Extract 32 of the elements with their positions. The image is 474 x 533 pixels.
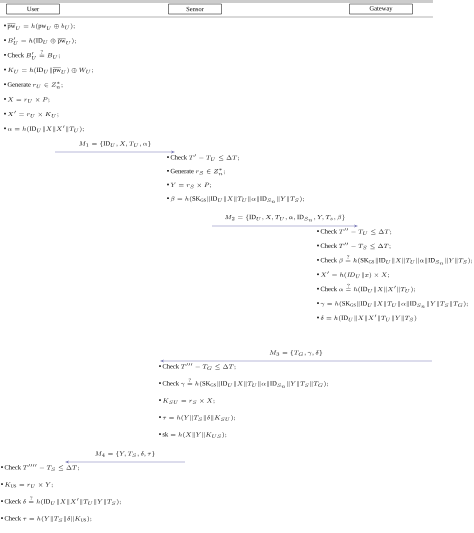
step-item: $\text{Check } \beta \stackrel{?}{=} h(\mathrm{SK}_{\mathrm{GS}} \| \mathrm{ID}_U \| X \| T_U \| \alpha \| \mathrm{ID}_{S_n} \| Y \| T_S);$ — [317, 255, 472, 265]
step-item: $\delta = h(\mathrm{ID}_U \| X \| X' \| T_U \| Y \| T_S)$ — [317, 314, 416, 322]
step-item: $\text{Check } \gamma \stackrel{?}{=} h(\mathrm{SK}_{\mathrm{GS}} \| \mathrm{ID}_U \| X \| T_U \| \alpha \| \mathrm{ID}_{S_n} \| Y \| T_S \| T_G);$ — [159, 378, 328, 388]
step-item: $\beta = h(\mathrm{SK}_{\mathrm{GS}} \| \mathrm{ID}_U \| X \| T_U \| \alpha \| \mathrm{ID}_{S_n} \| Y \| T_S);$ — [167, 196, 304, 204]
step-item: $B'_U = h(\mathrm{ID}_U \oplus \overline{\mathrm{pw}}_U);$ — [4, 37, 76, 45]
step-item: $\alpha = h(\mathrm{ID}_U \| X \| X' \| T_U);$ — [4, 125, 84, 132]
step-item: $\text{Check } B'_U \stackrel{?}{=} B_U;$ — [4, 50, 60, 60]
step-item: $X' = r_U \times K_U;$ — [4, 110, 58, 118]
step-item: $\text{Check } T'' - T_U \le \Delta T;$ — [317, 228, 392, 235]
message-label: $M_3 = \{T_G, \gamma, \delta\}$ — [268, 349, 324, 357]
step-item: $\tau = h(Y \| T_S \| \delta \| K_{SU});$ — [159, 415, 235, 421]
step-item: $\text{Generate } r_S \in Z_n^*;$ — [167, 168, 225, 176]
step-item: $\text{Check } T'' - T_S \le \Delta T;$ — [317, 242, 390, 250]
step-item: $\text{Ckeck } \delta \stackrel{?}{=} h(\mathrm{ID}_U \| X \| X' \| T_U \| Y \| T_S);$ — [1, 496, 121, 505]
step-item: $\text{Check } T''' - T_G \le \Delta T;$ — [159, 363, 236, 370]
step-item: $K_U = h(\mathrm{ID}_U \| \overline{\mathrm{pw}}_U) \oplus W_U;$ — [4, 67, 93, 74]
step-item: $X = r_U \times P;$ — [4, 97, 50, 103]
step-item: $\text{Generate } r_U \in Z_n^*;$ — [4, 82, 62, 89]
step-item: $K_{SU} = r_S \times X;$ — [159, 398, 214, 404]
step-item: $X' = h(I\!D_U \| x) \times X;$ — [317, 271, 389, 278]
step-item: $\gamma = h(\mathrm{SK}_{\mathrm{GS}} \| \mathrm{ID}_U \| X \| T_U \| \alpha \| \mathrm{ID}_{S_n} \| Y \| T_S \| T_G);$ — [317, 301, 468, 308]
step-item: $K_{\mathrm{US}} = r_U \times Y;$ — [1, 482, 53, 488]
step-item: $\overline{\mathrm{pw}}_U = h(\mathrm{pw}_U \oplus b_U);$ — [4, 23, 75, 30]
step-item: $\text{Check } T'''' - T_S \le \Delta T;$ — [1, 464, 79, 471]
message-label: $M_4 = \{Y, T_S, \delta, \tau\}$ — [94, 450, 156, 458]
step-item: $\text{Check } \alpha \stackrel{?}{=} h(\mathrm{ID}_U \| X \| X' \| T_U);$ — [317, 284, 415, 293]
step-item: $\text{Check } \tau = h(Y \| T_S \| \delta \| K_{\mathrm{US}});$ — [1, 516, 92, 522]
step-item: $Y = r_S \times P;$ — [167, 182, 211, 188]
step-item: $\text{Check } T' - T_U \le \Delta T;$ — [167, 154, 239, 161]
step-item: $\mathrm{sk} = h(X \| Y \| K_{US});$ — [159, 432, 226, 438]
message-label: $M_1 = \{\mathrm{ID}_U, X, T_U, \alpha\}$ — [78, 140, 152, 148]
message-label: $M_2 = \{\mathrm{ID}_U, X, T_U, \alpha, \mathrm{ID}_{S_n}, Y, T_s, \beta\}$ — [224, 214, 346, 222]
